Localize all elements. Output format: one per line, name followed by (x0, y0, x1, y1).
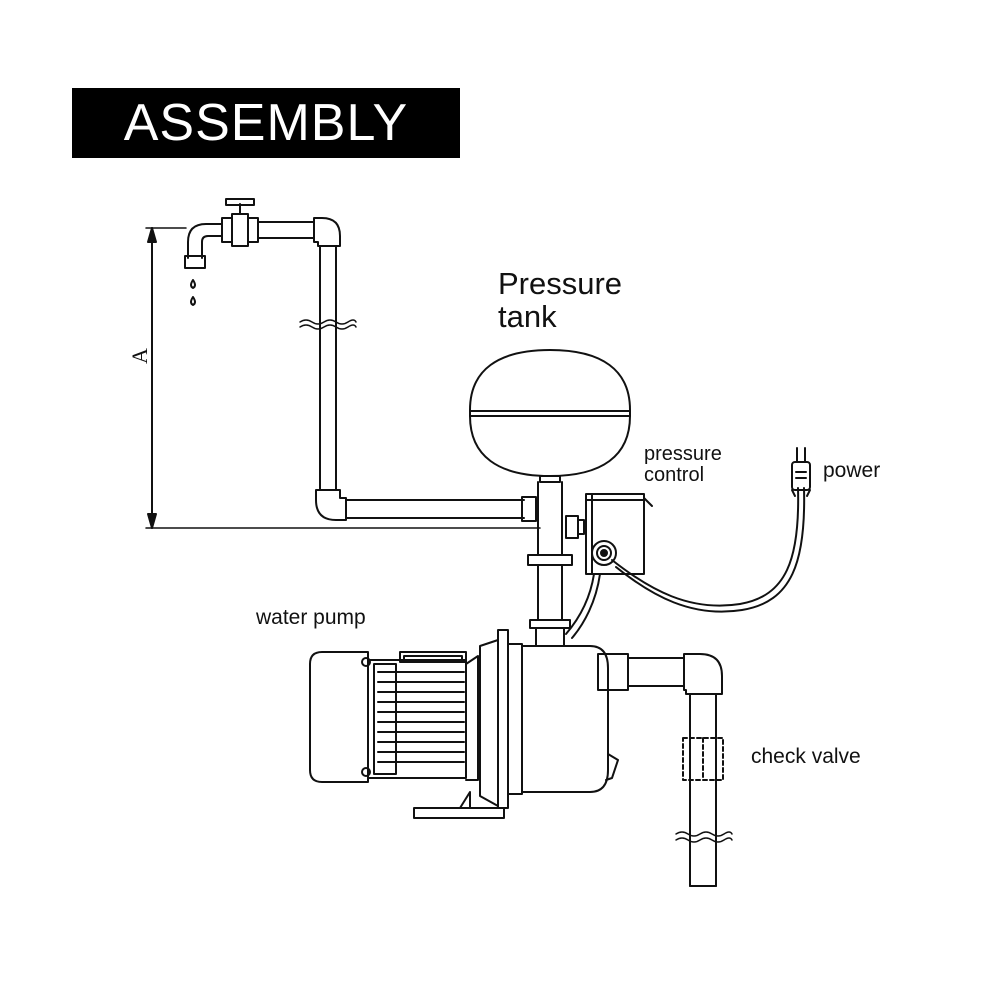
power-cable (566, 488, 804, 638)
water-pump-label: water pump (256, 606, 366, 629)
suction-pipe (598, 654, 732, 886)
check-valve (683, 738, 723, 780)
height-dimension-label: A (127, 348, 152, 364)
manifold (528, 482, 584, 646)
top-pipe (258, 218, 340, 246)
pressure-tank-label: Pressure tank (498, 266, 623, 334)
power-plug (792, 448, 810, 496)
riser-pipe (300, 246, 356, 520)
assembly-title-banner: ASSEMBLY (72, 88, 460, 158)
pressure-control-label: pressure control (644, 443, 722, 486)
power-label: power (823, 459, 881, 482)
faucet (185, 199, 258, 305)
water-pump (310, 630, 618, 818)
check-valve-label: check valve (751, 745, 861, 768)
height-dimension-line (146, 228, 540, 528)
assembly-title: ASSEMBLY (123, 94, 409, 152)
pressure-control-switch (586, 494, 652, 574)
supply-pipe (346, 497, 536, 521)
pressure-tank (470, 350, 630, 482)
